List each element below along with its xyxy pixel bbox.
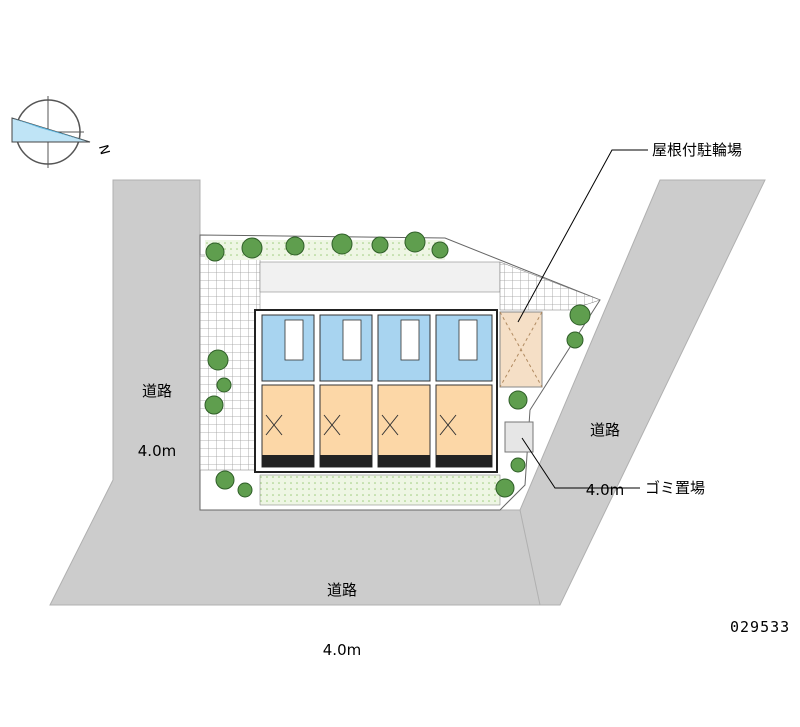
trees — [204, 231, 591, 498]
paved-area-top — [259, 261, 501, 293]
road-width: 4.0m — [322, 641, 362, 659]
apartment-unit — [319, 314, 373, 468]
road-label-bottom: 道路 4.0m — [311, 540, 373, 680]
road-name: 道路 — [326, 581, 357, 599]
callout-bicycle-parking: 屋根付駐輪場 — [652, 141, 743, 159]
road-name: 道路 — [141, 382, 172, 400]
road-width: 4.0m — [585, 481, 625, 499]
road-width: 4.0m — [137, 442, 177, 460]
apartment-unit — [377, 314, 431, 468]
road-right — [519, 179, 766, 606]
property-code: 029533 — [730, 618, 791, 636]
callout-line-bicycle-parking — [517, 149, 648, 323]
lawn-bottom — [259, 474, 501, 506]
road-label-left: 道路 4.0m — [126, 341, 188, 481]
callout-garbage-area: ゴミ置場 — [645, 479, 706, 497]
callout-line-garbage-area — [521, 437, 640, 489]
apartment-unit — [261, 314, 315, 468]
apartment-unit — [435, 314, 493, 468]
road-name: 道路 — [589, 421, 620, 439]
road-label-right: 道路 4.0m — [574, 380, 636, 520]
paved-area-right — [499, 261, 601, 311]
compass-icon — [11, 96, 91, 168]
bicycle-parking-hatch — [499, 311, 543, 388]
